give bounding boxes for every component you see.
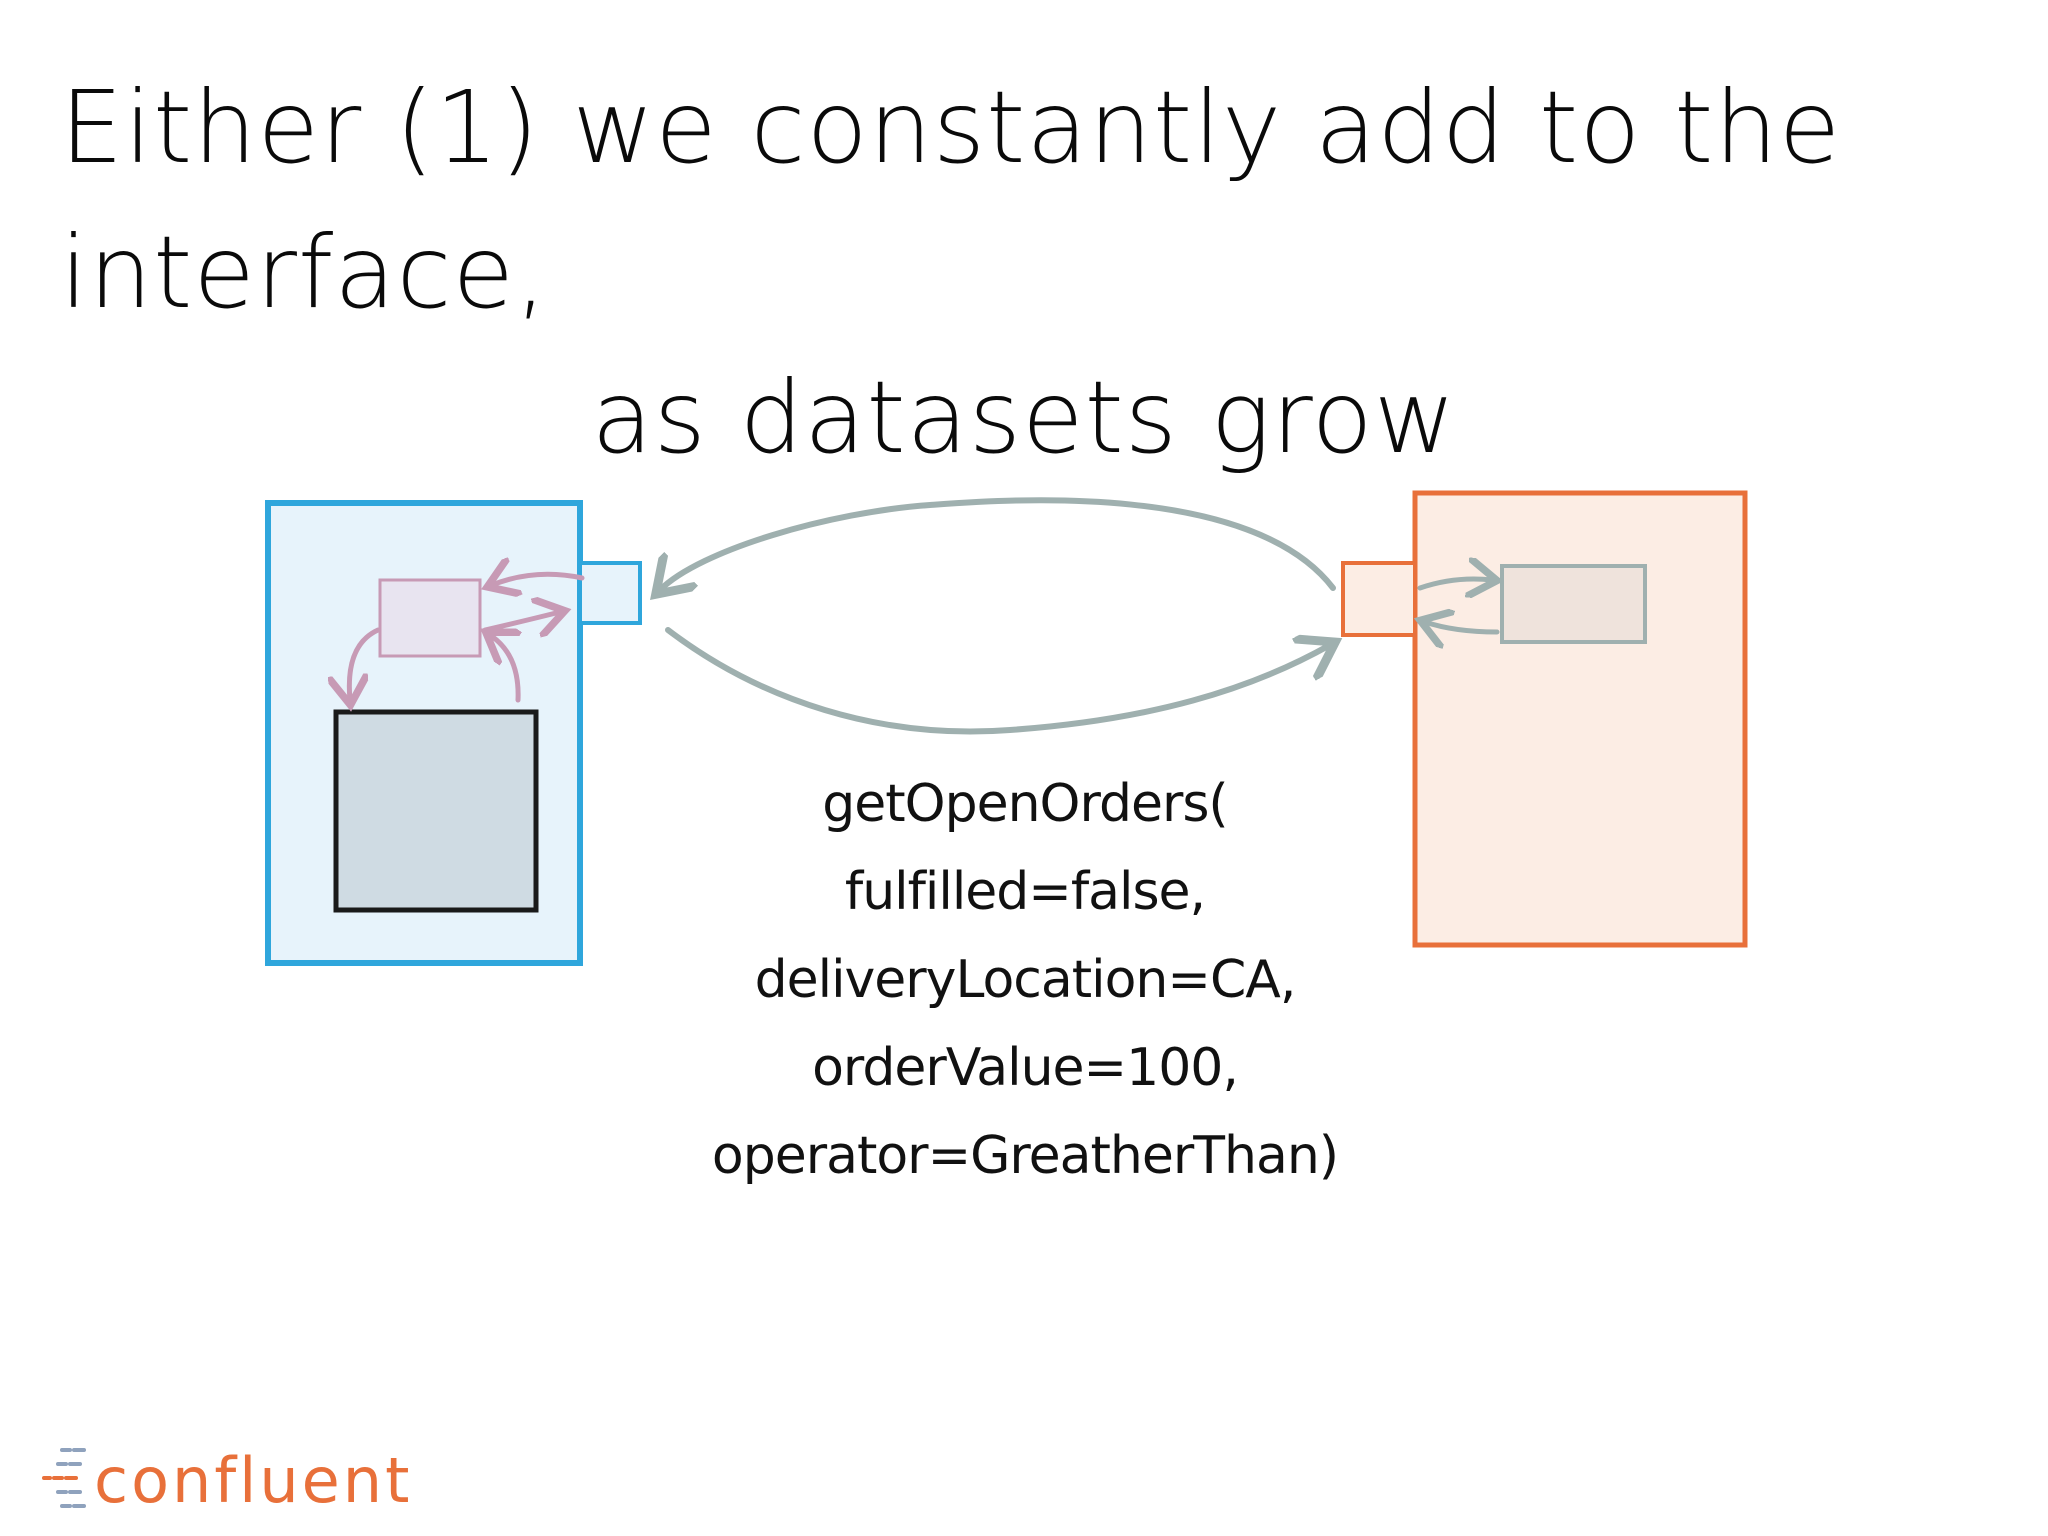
title-line-2: as datasets grow: [591, 359, 1457, 476]
gray-arrow-port-to-component: [1417, 579, 1492, 588]
call-line: orderValue=100,: [812, 1038, 1239, 1098]
logo-text: confluent: [94, 1443, 413, 1517]
interface-call: getOpenOrders( fulfilled=false, delivery…: [620, 760, 1430, 1200]
request-arc: [665, 627, 1330, 735]
call-line: getOpenOrders(: [822, 774, 1228, 834]
gray-arrow-component-to-port: [1425, 622, 1500, 632]
call-line: operator=GreatherThan): [711, 1126, 1339, 1186]
title-line-1: Either (1) we constantly add to the inte…: [60, 69, 1842, 331]
right-interface-port: [1341, 561, 1417, 637]
call-line: deliveryLocation=CA,: [754, 950, 1297, 1010]
pink-arrow-component-to-db: [349, 627, 381, 700]
left-interface-port: [578, 561, 642, 625]
pink-arrow-port-to-component: [492, 574, 585, 585]
response-arc: [660, 497, 1336, 590]
right-inner-component: [1500, 564, 1647, 644]
slide-title: Either (1) we constantly add to the inte…: [0, 55, 2048, 490]
left-database: [333, 709, 539, 913]
call-line: fulfilled=false,: [844, 862, 1206, 922]
right-service-box: [1412, 490, 1748, 948]
pink-arrow-db-to-component: [490, 635, 518, 703]
left-inner-component: [378, 578, 482, 658]
confluent-logo-icon: [42, 1448, 86, 1508]
confluent-logo: confluent: [40, 1440, 412, 1520]
